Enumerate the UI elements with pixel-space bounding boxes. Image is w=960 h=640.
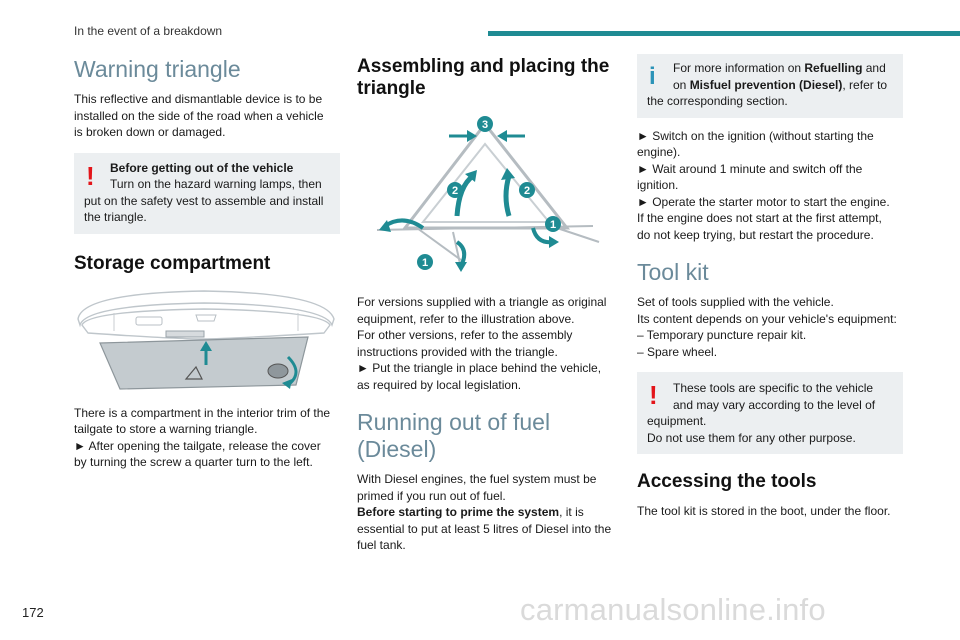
tool-kit-body: Set of tools supplied with the vehicle. … xyxy=(637,295,897,359)
callout-1-right: 1 xyxy=(545,216,561,232)
info-box: i For more information on Refuelling and… xyxy=(637,54,903,118)
accessing-tools-body: The tool kit is stored in the boot, unde… xyxy=(637,504,891,518)
svg-text:1: 1 xyxy=(550,219,556,231)
info-icon: i xyxy=(649,63,656,90)
callout-2-left: 2 xyxy=(447,182,463,198)
column-2: Assembling and placing the triangle xyxy=(357,52,623,554)
safety-alert-box: ! Before getting out of the vehicle Turn… xyxy=(74,152,340,234)
fuel-title: Running out of fuel (Diesel) xyxy=(357,409,551,462)
column-1: Warning triangle This reflective and dis… xyxy=(74,52,340,471)
triangle-assembly-illustration: 3 2 2 1 1 xyxy=(357,110,623,284)
assembling-body: For versions supplied with a triangle as… xyxy=(357,295,607,392)
svg-text:3: 3 xyxy=(482,119,488,131)
running-head: In the event of a breakdown xyxy=(74,24,223,38)
warning-triangle-title: Warning triangle xyxy=(74,56,241,82)
page-number: 172 xyxy=(22,605,44,620)
warning-triangle-body: This reflective and dismantlable device … xyxy=(74,92,324,139)
callout-1-left: 1 xyxy=(417,254,433,270)
assembling-title: Assembling and placing the triangle xyxy=(357,56,610,99)
column-3: i For more information on Refuelling and… xyxy=(637,52,903,520)
callout-3: 3 xyxy=(477,116,493,132)
tool-kit-title: Tool kit xyxy=(637,259,709,285)
warning-exclamation-icon: ! xyxy=(649,380,658,410)
tool-kit-alert-box: ! These tools are specific to the vehicl… xyxy=(637,372,903,454)
tailgate-diagram xyxy=(77,289,335,390)
svg-text:2: 2 xyxy=(524,185,530,197)
tailgate-illustration xyxy=(74,285,340,393)
fuel-body: With Diesel engines, the fuel system mus… xyxy=(357,472,612,552)
storage-title: Storage compartment xyxy=(74,252,271,274)
watermark: carmanualsonline.info xyxy=(520,592,826,627)
svg-text:2: 2 xyxy=(452,185,458,197)
priming-steps: ► Switch on the ignition (without starti… xyxy=(637,128,890,242)
triangle-diagram: 3 2 2 1 1 xyxy=(376,116,600,272)
svg-text:1: 1 xyxy=(422,257,428,269)
header-rule xyxy=(488,31,960,36)
warning-exclamation-icon: ! xyxy=(86,160,95,191)
accessing-tools-title: Accessing the tools xyxy=(637,471,817,492)
storage-body: There is a compartment in the interior t… xyxy=(74,405,331,470)
callout-2-right: 2 xyxy=(519,182,535,198)
